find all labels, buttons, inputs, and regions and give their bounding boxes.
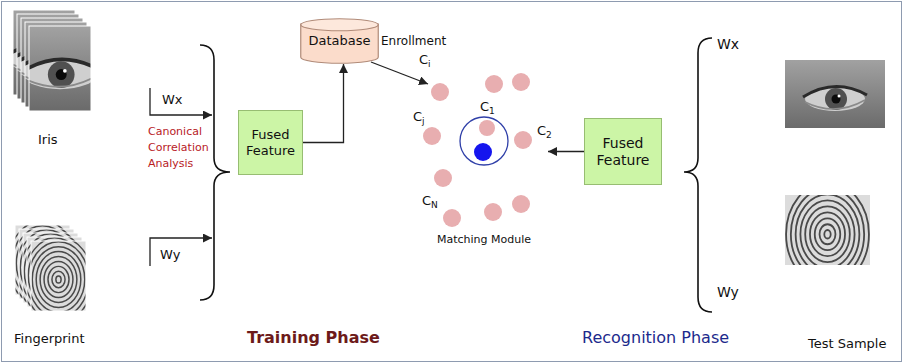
phase-title: Training Phase <box>247 328 380 347</box>
image-caption: Iris <box>38 132 58 148</box>
node-text: Fused Feature <box>590 135 656 169</box>
projection-label: Wy <box>717 284 739 301</box>
fingerprint-image-stack <box>8 221 94 322</box>
node-text: Fused Feature <box>243 127 298 158</box>
image-edge <box>29 26 91 111</box>
process-box: Fused Feature <box>584 118 662 185</box>
class-circle <box>484 203 502 221</box>
projection-arrow <box>150 88 212 115</box>
class-label: CN <box>422 193 438 210</box>
test-point <box>474 143 492 161</box>
node-text: Database <box>308 33 370 49</box>
connector-arrow <box>303 64 344 143</box>
stage-label: Enrollment <box>381 34 446 48</box>
test-iris-image <box>785 59 885 129</box>
class-label: C1 <box>480 99 495 116</box>
method-label: Canonical Correlation Analysis <box>148 124 212 172</box>
class-circle <box>514 131 532 149</box>
brace <box>684 38 712 312</box>
class-circle <box>485 75 503 93</box>
projection-arrow <box>150 238 212 266</box>
process-box: Fused Feature <box>238 110 303 175</box>
class-circle <box>423 127 441 145</box>
iris-image-stack <box>0 10 121 111</box>
image-caption: Test Sample <box>808 336 886 352</box>
class-circle <box>512 195 530 213</box>
iris-image <box>0 26 121 111</box>
match-ring <box>460 117 508 165</box>
class-circle <box>479 120 495 136</box>
image-edge <box>31 241 86 311</box>
phase-title: Recognition Phase <box>582 328 729 347</box>
image-caption: Fingerprint <box>14 331 85 347</box>
class-circle <box>431 83 449 101</box>
projection-label: Wx <box>162 92 183 108</box>
test-fingerprint-image <box>785 183 870 286</box>
class-circle <box>443 209 461 227</box>
class-label: Cj <box>413 109 425 126</box>
projection-label: Wx <box>717 36 739 53</box>
class-label: Ci <box>419 52 431 69</box>
brace <box>200 45 230 300</box>
database-cylinder: Database <box>300 18 379 64</box>
class-circle <box>434 169 452 187</box>
projection-label: Wy <box>160 247 180 263</box>
class-cluster <box>423 73 532 227</box>
class-label: C2 <box>537 123 552 140</box>
connector-arrow <box>548 151 584 152</box>
fingerprint-image <box>24 237 94 322</box>
class-circle <box>512 73 530 91</box>
node-text: Matching Module <box>437 233 531 246</box>
database-top <box>301 19 379 31</box>
